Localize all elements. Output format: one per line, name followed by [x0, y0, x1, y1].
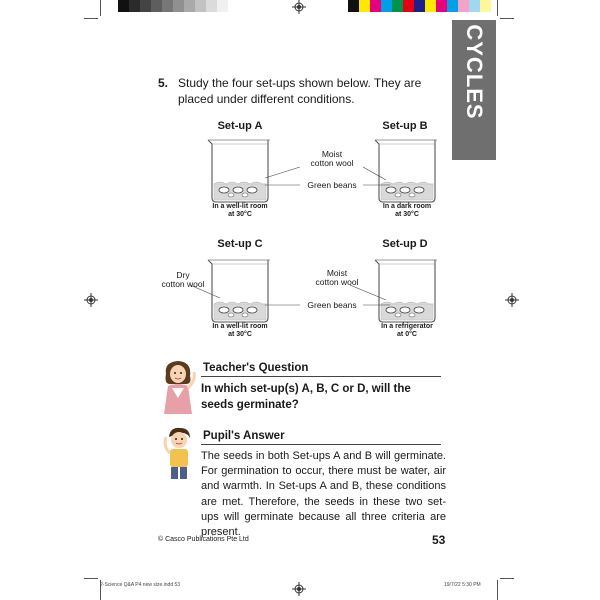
- color-swatch: [403, 0, 414, 12]
- color-swatch: [359, 0, 370, 12]
- color-swatch: [414, 0, 425, 12]
- color-swatch: [129, 0, 140, 12]
- color-swatch: [469, 0, 480, 12]
- pupil-answer-text: The seeds in both Set-ups A and B will g…: [201, 450, 446, 539]
- chapter-side-tab: CYCLES: [452, 20, 496, 160]
- setup-b-title: Set-up B: [382, 120, 428, 132]
- teacher-question-text: In which set-up(s) A, B, C or D, will th…: [201, 383, 411, 411]
- beaker-b: [374, 139, 438, 203]
- chapter-tab-label: CYCLES: [462, 24, 487, 120]
- color-swatch: [173, 0, 184, 12]
- green-beans-label-top: Green beans: [307, 180, 357, 190]
- question-text: Study the four set-ups shown below. They…: [178, 76, 422, 106]
- setup-d-title: Set-up D: [382, 238, 428, 250]
- color-swatch: [370, 0, 381, 12]
- color-swatch: [436, 0, 447, 12]
- divider: [201, 444, 441, 445]
- color-swatch: [381, 0, 392, 12]
- registration-mark-icon: [292, 0, 306, 14]
- publisher-credit: © Casco Publications Pte Ltd: [158, 536, 249, 543]
- grayscale-bar: [118, 0, 228, 12]
- registration-mark-icon: [505, 293, 519, 307]
- beaker-c: [207, 259, 271, 323]
- setup-c-title: Set-up C: [217, 238, 263, 250]
- color-swatch: [162, 0, 173, 12]
- setups-diagram: [189, 139, 438, 323]
- beaker-d: [374, 259, 438, 323]
- color-swatch: [118, 0, 129, 12]
- teacher-question-heading: Teacher's Question: [203, 362, 309, 374]
- green-beans-label-bottom: Green beans: [307, 300, 357, 310]
- color-swatch: [151, 0, 162, 12]
- pupil-illustration-icon: [163, 427, 190, 479]
- color-swatch: [206, 0, 217, 12]
- registration-mark-icon: [292, 582, 306, 596]
- crop-mark: [100, 0, 101, 16]
- setup-a-title: Set-up A: [217, 120, 263, 132]
- color-swatch: [458, 0, 469, 12]
- color-swatch: [348, 0, 359, 12]
- pupil-answer-heading: Pupil's Answer: [203, 430, 285, 442]
- crop-mark: [500, 578, 514, 579]
- divider: [201, 376, 441, 377]
- page-number: 53: [432, 533, 446, 547]
- date-slug: 19/7/22 5:30 PM: [444, 582, 481, 588]
- crop-mark: [84, 578, 98, 579]
- crop-mark: [500, 18, 514, 19]
- crop-mark: [100, 580, 101, 600]
- color-swatch: [425, 0, 436, 12]
- color-swatch: [217, 0, 228, 12]
- file-slug: 2-Science Q&A P4 new size.indd 53: [100, 582, 181, 588]
- color-swatch: [140, 0, 151, 12]
- registration-mark-icon: [84, 293, 98, 307]
- color-swatch: [480, 0, 491, 12]
- question-number: 5.: [158, 76, 169, 90]
- color-swatch: [195, 0, 206, 12]
- process-color-bar: [348, 0, 491, 12]
- color-swatch: [184, 0, 195, 12]
- color-swatch: [392, 0, 403, 12]
- teacher-illustration-icon: [164, 361, 196, 414]
- crop-mark: [497, 580, 498, 600]
- crop-mark: [497, 0, 498, 16]
- beaker-a: [207, 139, 271, 203]
- crop-mark: [84, 18, 98, 19]
- color-swatch: [447, 0, 458, 12]
